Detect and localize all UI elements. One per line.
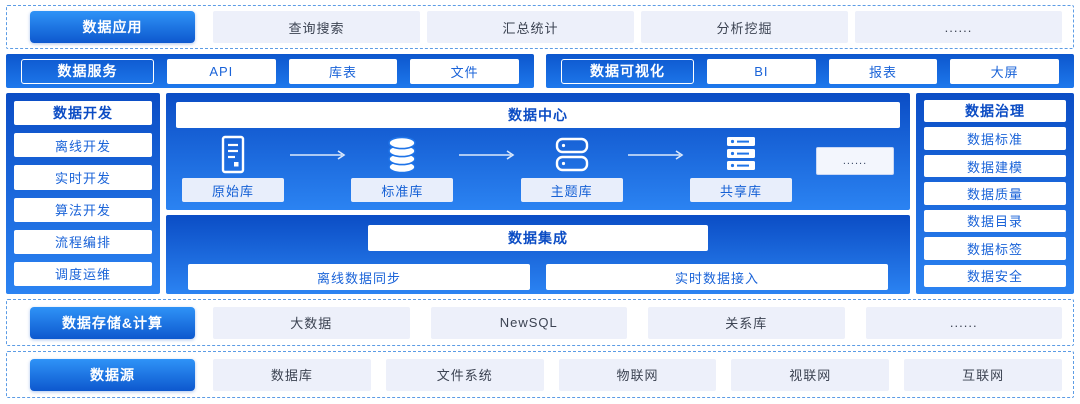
data-center-title: 数据中心: [176, 102, 900, 128]
integration-item-realtime-ingest: 实时数据接入: [546, 264, 888, 290]
viz-item-screen: 大屏: [950, 58, 1060, 84]
app-item-summary-stats: 汇总统计: [427, 11, 634, 43]
data-service-panel: 数据服务 API 库表 文件: [6, 54, 534, 88]
dev-item-algorithm: 算法开发: [14, 197, 152, 222]
flow-arrow-icon: [453, 133, 520, 177]
database-icon: [383, 133, 421, 177]
data-governance-label: 数据治理: [924, 100, 1066, 123]
store-standard: 标准库: [351, 133, 454, 202]
data-integration-items: 离线数据同步 实时数据接入: [188, 264, 888, 290]
source-item-internet: 互联网: [904, 358, 1062, 391]
app-item-analysis-mining: 分析挖掘: [641, 11, 848, 43]
service-item-file: 文件: [410, 58, 520, 84]
middle-layer: 数据开发 离线开发 实时开发 算法开发 流程编排 调度运维 数据中心: [6, 93, 1074, 294]
data-center-flow: 原始库: [176, 128, 900, 202]
source-item-filesystem: 文件系统: [385, 358, 544, 391]
dev-item-scheduling: 调度运维: [14, 261, 152, 287]
store-theme: 主题库: [520, 133, 623, 202]
data-application-label: 数据应用: [30, 11, 195, 43]
service-item-table: 库表: [288, 58, 398, 84]
store-label-standard: 标准库: [351, 178, 454, 202]
source-item-database: 数据库: [213, 358, 371, 391]
app-item-more: ......: [855, 11, 1062, 43]
flow-arrow-icon: [284, 133, 351, 177]
viz-item-bi: BI: [707, 58, 816, 84]
data-source-layer: 数据源 数据库 文件系统 物联网 视联网 互联网: [6, 351, 1074, 398]
data-visualization-panel: 数据可视化 BI 报表 大屏: [546, 54, 1074, 88]
gov-item-standard: 数据标准: [924, 127, 1066, 150]
data-storage-label: 数据存储&计算: [30, 306, 195, 339]
gov-item-tag: 数据标签: [924, 237, 1066, 260]
data-center-panel: 数据中心 原始库: [166, 93, 910, 210]
data-governance-column: 数据治理 数据标准 数据建模 数据质量 数据目录 数据标签 数据安全: [916, 93, 1074, 294]
dev-item-offline: 离线开发: [14, 133, 152, 158]
storage-item-relational: 关系库: [648, 306, 845, 339]
store-shared: 共享库: [689, 133, 792, 202]
storage-item-bigdata: 大数据: [213, 306, 410, 339]
dev-item-realtime: 实时开发: [14, 165, 152, 190]
storage-item-newsql: NewSQL: [430, 306, 627, 339]
store-raw: 原始库: [182, 133, 284, 202]
source-item-videonet: 视联网: [731, 358, 890, 391]
data-service-layer: 数据服务 API 库表 文件 数据可视化 BI 报表 大屏: [6, 54, 1074, 88]
server-rack-icon: [721, 133, 761, 177]
data-integration-title: 数据集成: [368, 225, 708, 251]
gov-item-catalog: 数据目录: [924, 209, 1066, 233]
source-item-iot: 物联网: [558, 358, 717, 391]
gov-item-security: 数据安全: [924, 264, 1066, 287]
data-center-more: ......: [815, 147, 894, 175]
gov-item-quality: 数据质量: [924, 182, 1066, 205]
center-column: 数据中心 原始库: [166, 93, 910, 294]
store-label-shared: 共享库: [689, 178, 792, 202]
data-service-label: 数据服务: [21, 58, 154, 84]
data-storage-layer: 数据存储&计算 大数据 NewSQL 关系库 ......: [6, 299, 1074, 346]
integration-item-offline-sync: 离线数据同步: [188, 264, 530, 290]
data-source-label: 数据源: [30, 358, 195, 391]
data-development-label: 数据开发: [14, 101, 152, 126]
data-source-items: 数据库 文件系统 物联网 视联网 互联网: [213, 358, 1062, 391]
flow-arrow-icon: [623, 133, 690, 177]
gov-item-modeling: 数据建模: [924, 154, 1066, 178]
storage-item-more: ......: [865, 306, 1062, 339]
server-units-icon: [552, 133, 592, 177]
data-visualization-label: 数据可视化: [561, 58, 694, 84]
data-application-layer: 数据应用 查询搜索 汇总统计 分析挖掘 ......: [6, 5, 1074, 49]
store-label-raw: 原始库: [182, 178, 284, 202]
service-item-api: API: [167, 58, 276, 84]
app-item-query-search: 查询搜索: [213, 11, 420, 43]
data-storage-items: 大数据 NewSQL 关系库 ......: [213, 306, 1062, 339]
data-development-column: 数据开发 离线开发 实时开发 算法开发 流程编排 调度运维: [6, 93, 160, 294]
data-integration-panel: 数据集成 离线数据同步 实时数据接入: [166, 215, 910, 294]
viz-item-report: 报表: [828, 58, 938, 84]
document-server-icon: [215, 133, 251, 177]
data-application-items: 查询搜索 汇总统计 分析挖掘 ......: [213, 11, 1062, 43]
store-label-theme: 主题库: [520, 178, 623, 202]
dev-item-workflow: 流程编排: [14, 229, 152, 254]
